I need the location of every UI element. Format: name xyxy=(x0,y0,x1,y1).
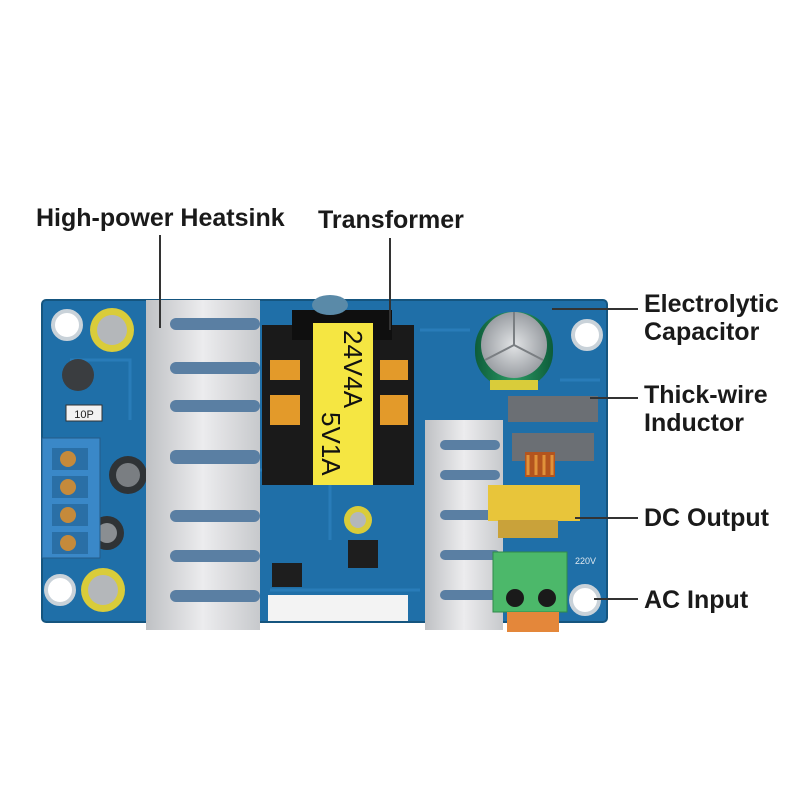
bottom-label-strip xyxy=(268,595,408,621)
left-heatsink xyxy=(146,300,260,630)
leader-dc-output xyxy=(575,517,638,519)
label-transformer: Transformer xyxy=(318,206,464,234)
resistor-label: 10P xyxy=(74,409,94,421)
optocoupler xyxy=(272,563,302,587)
label-capacitor-line1: Electrolytic xyxy=(644,290,779,318)
leader-heatsink xyxy=(159,235,161,328)
label-inductor-line1: Thick-wire xyxy=(644,381,768,409)
leader-ac-input xyxy=(594,598,638,600)
y-capacitor xyxy=(312,295,348,315)
label-heatsink: High-power Heatsink xyxy=(36,204,285,232)
fuse-holder xyxy=(498,520,558,538)
leader-transformer xyxy=(389,238,391,330)
electrolytic-capacitor xyxy=(475,312,553,390)
thick-wire-inductor xyxy=(508,396,598,477)
mounting-hole xyxy=(44,309,603,616)
yellow-fuse xyxy=(488,485,580,521)
ac-input-terminal xyxy=(492,551,568,632)
leader-inductor xyxy=(590,397,638,399)
label-ac-input: AC Input xyxy=(644,586,749,614)
label-inductor-line2: Inductor xyxy=(644,409,744,437)
transformer xyxy=(262,310,414,485)
resistor xyxy=(65,404,103,422)
right-heatsink xyxy=(425,420,503,630)
label-capacitor-line2: Capacitor xyxy=(644,318,760,346)
transformer-marking-line2: 5V1A xyxy=(316,412,346,476)
ic-chip xyxy=(348,540,378,568)
leader-capacitor xyxy=(552,308,638,310)
dc-output-terminal xyxy=(41,437,101,559)
transformer-label xyxy=(313,323,373,485)
transformer-marking-line1: 24V4A xyxy=(338,330,368,409)
ac-voltage-silkscreen: 220V xyxy=(575,556,596,566)
label-dc-output: DC Output xyxy=(644,504,769,532)
